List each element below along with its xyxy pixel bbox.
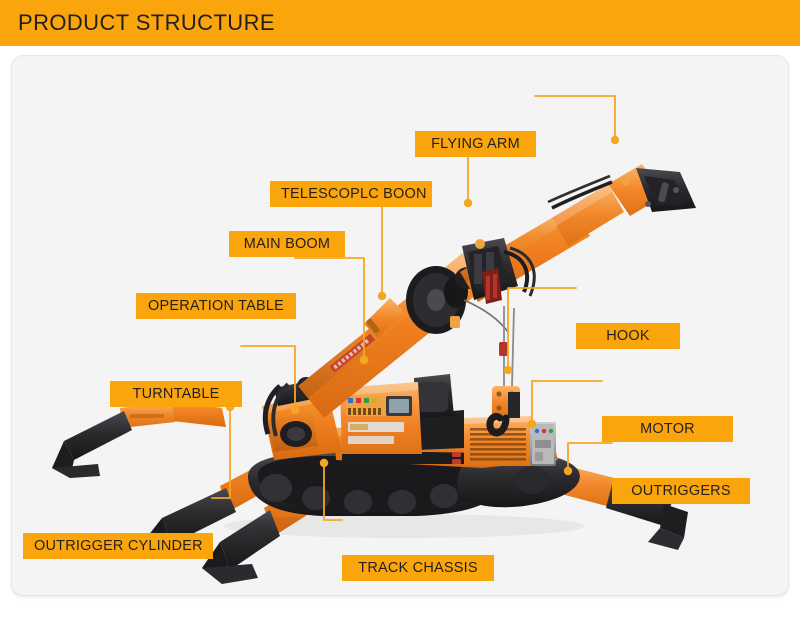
connector-operation-table [294, 257, 365, 359]
callout-outrigger-cylinder[interactable]: OUTRIGGER CYLINDER [23, 533, 213, 559]
motor-housing [452, 416, 556, 466]
callout-motor[interactable]: MOTOR [602, 416, 733, 442]
page-title: PRODUCT STRUCTURE [18, 10, 275, 35]
connector-outrigger-cylinder [211, 408, 231, 499]
operation-table [340, 382, 422, 454]
callout-flying-arm[interactable]: FLYING ARM [415, 131, 536, 157]
track-chassis [248, 450, 580, 516]
callout-turntable[interactable]: TURNTABLE [110, 381, 242, 407]
connector-track-chassis [323, 464, 343, 521]
connector-motor [531, 380, 603, 423]
outrigger-left-front [52, 401, 226, 478]
page-header: PRODUCT STRUCTURE [0, 0, 800, 46]
callout-track-chassis[interactable]: TRACK CHASSIS [342, 555, 494, 581]
callout-main-boom[interactable]: MAIN BOOM [229, 231, 345, 257]
callout-operation-table[interactable]: OPERATION TABLE [136, 293, 296, 319]
connector-outriggers [567, 442, 613, 470]
connector-main-boom [343, 195, 383, 295]
connector-hook [507, 287, 577, 369]
turntable [262, 377, 342, 460]
operator-seat [410, 374, 464, 450]
callout-hook[interactable]: HOOK [576, 323, 680, 349]
boom-knuckle-assembly [462, 238, 536, 304]
callout-outriggers[interactable]: OUTRIGGERS [612, 478, 750, 504]
flying-arm-head [547, 164, 696, 216]
hook-assembly [463, 299, 520, 437]
product-structure-card: FLYING ARM TELESCOPLC BOON MAIN BOOM OPE… [11, 55, 789, 596]
callout-telescoplc-boon[interactable]: TELESCOPLC BOON [270, 181, 432, 207]
product-structure-diagram: FLYING ARM TELESCOPLC BOON MAIN BOOM OPE… [12, 56, 788, 595]
connector-flying-arm [534, 95, 616, 140]
connector-turntable [240, 345, 296, 409]
